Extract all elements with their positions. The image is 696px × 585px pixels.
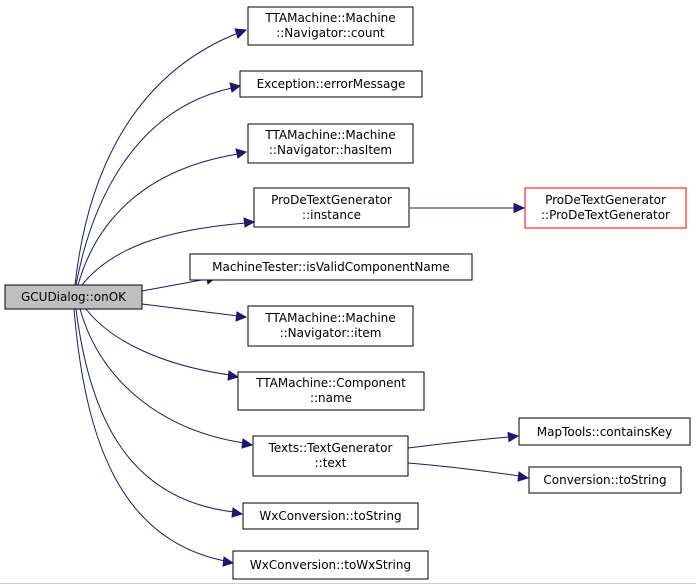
node-navigator-count-line2: ::Navigator::count — [276, 26, 385, 40]
node-exception-errormessage-label: Exception::errorMessage — [257, 77, 406, 91]
arrow-onok-item — [235, 311, 248, 322]
edge-onok-instance — [81, 222, 247, 286]
node-prodetextgenerator-instance-line2: ::instance — [302, 208, 361, 222]
edge-onok-item — [141, 303, 239, 317]
bottom-divider — [0, 583, 696, 584]
edge-text-convtostring — [407, 462, 520, 477]
node-conversion-tostring[interactable]: Conversion::toString — [528, 466, 682, 494]
node-wxconversion-towxstring-label: WxConversion::toWxString — [250, 558, 411, 572]
node-wxconversion-tostring-label: WxConversion::toString — [259, 509, 401, 523]
node-gcudialog-onok-label: GCUDialog::onOK — [21, 290, 127, 304]
arrow-text-containskey — [507, 431, 520, 443]
node-navigator-item-line2: ::Navigator::item — [280, 326, 382, 340]
node-exception-errormessage[interactable]: Exception::errorMessage — [239, 70, 423, 98]
arrow-onok-name — [227, 370, 240, 381]
arrow-onok-instance — [243, 217, 256, 228]
arrow-onok-wxtostring — [231, 507, 244, 518]
node-maptools-containskey-label: MapTools::containsKey — [537, 425, 673, 439]
node-prodetextgenerator-instance-line1: ProDeTextGenerator — [271, 193, 392, 207]
arrow-instance-prodector — [513, 202, 526, 214]
node-conversion-tostring-label: Conversion::toString — [543, 473, 666, 487]
node-textgenerator-text-line1: Texts::TextGenerator — [268, 441, 393, 455]
node-navigator-hasitem[interactable]: TTAMachine::Machine ::Navigator::hasItem — [247, 123, 414, 164]
node-navigator-count-line1: TTAMachine::Machine — [264, 11, 395, 25]
node-component-name-line1: TTAMachine::Component — [255, 376, 406, 390]
node-prodetextgenerator-ctor-line2: ::ProDeTextGenerator — [541, 208, 670, 222]
edge-onok-hasitem — [77, 153, 239, 286]
node-machinetester-isvalid-label: MachineTester::isValidComponentName — [212, 260, 450, 274]
edge-onok-name — [85, 308, 231, 376]
node-prodetextgenerator-ctor-line1: ProDeTextGenerator — [545, 193, 666, 207]
edge-onok-text — [79, 308, 245, 444]
node-wxconversion-tostring[interactable]: WxConversion::toString — [242, 502, 419, 530]
edge-onok-wxtostring — [75, 308, 235, 513]
edge-onok-count — [74, 32, 239, 286]
edge-onok-towxstring — [73, 308, 226, 562]
edges — [73, 28, 530, 567]
node-component-name-line2: ::name — [310, 391, 352, 405]
node-gcudialog-onok[interactable]: GCUDialog::onOK — [4, 284, 143, 310]
arrow-onok-hasitem — [235, 148, 248, 159]
node-textgenerator-text[interactable]: Texts::TextGenerator ::text — [252, 435, 409, 477]
arrow-text-convtostring — [517, 471, 530, 482]
node-navigator-item-line1: TTAMachine::Machine — [264, 311, 395, 325]
node-textgenerator-text-line2: ::text — [315, 456, 347, 470]
node-navigator-hasitem-line2: ::Navigator::hasItem — [269, 143, 392, 157]
arrow-onok-text — [241, 438, 254, 449]
edge-text-containskey — [407, 436, 510, 449]
arrow-onok-count — [234, 28, 248, 39]
node-navigator-count[interactable]: TTAMachine::Machine ::Navigator::count — [247, 6, 414, 46]
arrow-onok-errormessage — [229, 82, 242, 93]
node-wxconversion-towxstring[interactable]: WxConversion::toWxString — [232, 550, 429, 580]
arrow-onok-towxstring — [222, 556, 235, 567]
node-machinetester-isvalid[interactable]: MachineTester::isValidComponentName — [189, 253, 473, 281]
edge-onok-errormessage — [75, 87, 233, 286]
nodes: GCUDialog::onOK TTAMachine::Machine ::Na… — [4, 6, 691, 580]
node-component-name[interactable]: TTAMachine::Component ::name — [237, 371, 425, 411]
edge-onok-isvalid — [141, 278, 208, 292]
node-prodetextgenerator-instance[interactable]: ProDeTextGenerator ::instance — [253, 187, 410, 228]
node-navigator-hasitem-line1: TTAMachine::Machine — [264, 128, 395, 142]
node-navigator-item[interactable]: TTAMachine::Machine ::Navigator::item — [247, 305, 414, 347]
node-maptools-containskey[interactable]: MapTools::containsKey — [518, 417, 691, 446]
node-prodetextgenerator-ctor[interactable]: ProDeTextGenerator ::ProDeTextGenerator — [524, 187, 687, 229]
